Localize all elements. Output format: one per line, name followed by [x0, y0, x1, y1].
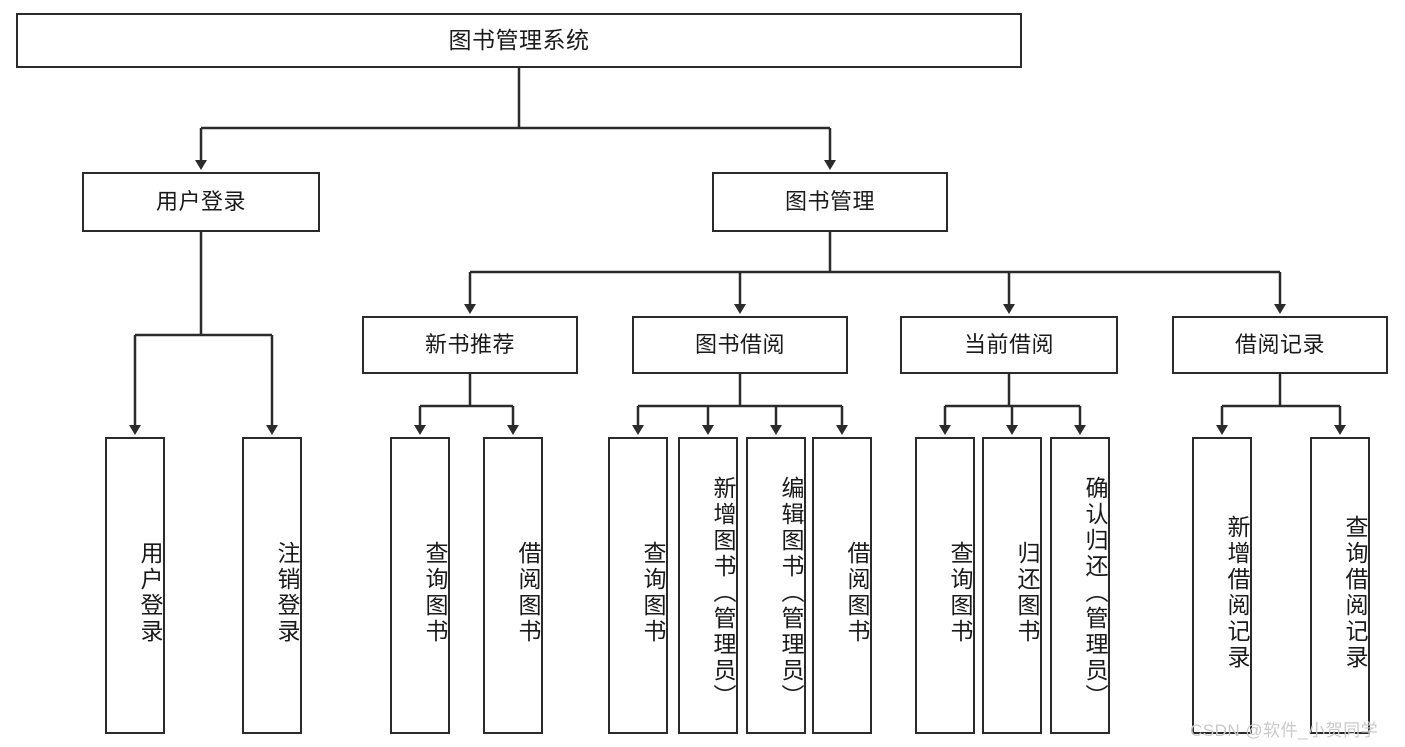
node-root[interactable]: 图书管理系统 — [16, 13, 1022, 68]
node-label: 查询图书 — [947, 540, 973, 645]
node-leaf-07[interactable]: 编辑图书（管理员） — [746, 437, 806, 734]
node-label: 当前借阅 — [963, 331, 1054, 357]
node-label: 借阅图书 — [515, 540, 541, 645]
node-label: 查询借阅记录 — [1342, 514, 1368, 671]
node-label: 查询图书 — [422, 540, 448, 645]
node-records[interactable]: 借阅记录 — [1172, 316, 1388, 374]
node-label: 注销登录 — [274, 540, 300, 645]
node-label: 图书管理 — [784, 188, 875, 214]
node-leaf-11[interactable]: 确认归还（管理员） — [1050, 437, 1110, 734]
node-label: 新增借阅记录 — [1224, 514, 1250, 671]
node-leaf-02[interactable]: 注销登录 — [242, 437, 302, 734]
node-leaf-08[interactable]: 借阅图书 — [812, 437, 872, 734]
node-label: 图书借阅 — [694, 331, 785, 357]
node-label: 图书管理系统 — [448, 26, 590, 53]
watermark-label: CSDN @软件_小贺同学 — [1190, 721, 1379, 740]
node-label: 用户登录 — [155, 188, 246, 214]
node-leaf-12[interactable]: 新增借阅记录 — [1192, 437, 1252, 734]
node-label: 新书推荐 — [424, 331, 515, 357]
node-leaf-09[interactable]: 查询图书 — [915, 437, 975, 734]
node-label: 借阅记录 — [1234, 331, 1325, 357]
node-label: 查询图书 — [640, 540, 666, 645]
node-leaf-13[interactable]: 查询借阅记录 — [1310, 437, 1370, 734]
node-leaf-04[interactable]: 借阅图书 — [483, 437, 543, 734]
node-label: 编辑图书（管理员） — [778, 475, 804, 710]
node-label: 借阅图书 — [844, 540, 870, 645]
node-current[interactable]: 当前借阅 — [900, 316, 1118, 374]
node-newbook[interactable]: 新书推荐 — [362, 316, 578, 374]
node-login[interactable]: 用户登录 — [82, 172, 320, 232]
node-leaf-01[interactable]: 用户登录 — [105, 437, 165, 734]
node-label: 归还图书 — [1014, 540, 1040, 645]
node-label: 用户登录 — [137, 540, 163, 645]
node-leaf-06[interactable]: 新增图书（管理员） — [678, 437, 738, 734]
node-bookmgmt[interactable]: 图书管理 — [712, 172, 948, 232]
node-borrow[interactable]: 图书借阅 — [632, 316, 848, 374]
node-leaf-05[interactable]: 查询图书 — [608, 437, 668, 734]
node-leaf-03[interactable]: 查询图书 — [390, 437, 450, 734]
node-label: 确认归还（管理员） — [1082, 475, 1108, 710]
node-label: 新增图书（管理员） — [710, 475, 736, 710]
node-leaf-10[interactable]: 归还图书 — [982, 437, 1042, 734]
